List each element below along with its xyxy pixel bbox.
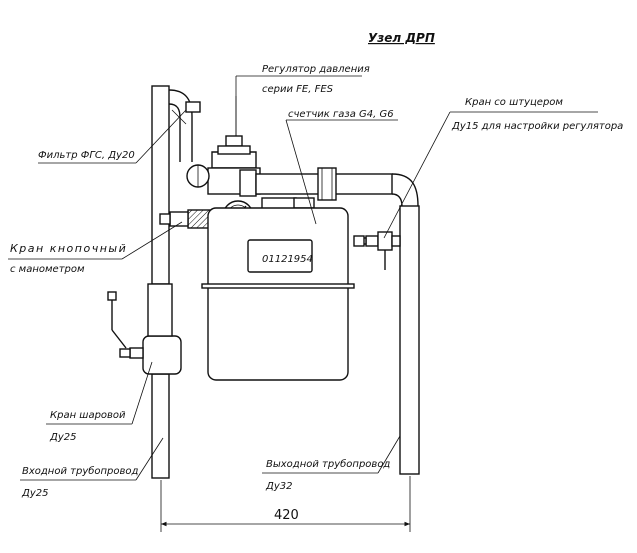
- meter-counter-value: 01121954: [262, 254, 313, 265]
- callout-outlet: Выходной трубопровод Ду32: [262, 435, 401, 492]
- callout-regulator: Регулятор давления серии FE, FES: [235, 64, 370, 136]
- label-ball-valve-line1: Кран шаровой: [50, 410, 126, 421]
- label-meter: счетчик газа G4, G6: [288, 109, 394, 120]
- inlet-pipe: [151, 85, 170, 479]
- label-inlet-line2: Ду25: [21, 488, 48, 499]
- outlet-pipe: [399, 205, 420, 475]
- callout-valve-fitting: Кран со штуцером Ду15 для настройки регу…: [383, 97, 623, 239]
- label-outlet-line1: Выходной трубопровод: [266, 458, 390, 470]
- label-push-valve-line2: с манометром: [10, 264, 85, 275]
- dimension-value: 420: [274, 508, 299, 523]
- pressure-regulator: [186, 96, 261, 197]
- callout-inlet: Входной трубопровод Ду25: [20, 437, 164, 499]
- label-valve-fitting-line1: Кран со штуцером: [465, 97, 563, 108]
- label-filter: Фильтр ФГС, Ду20: [38, 150, 135, 161]
- drawing-title: Узел ДРП: [368, 31, 435, 45]
- label-push-valve-line1: Кран кнопочный: [10, 242, 127, 255]
- callout-push-valve: Кран кнопочный с манометром: [8, 221, 183, 275]
- callout-ball-valve: Кран шаровой Ду25: [46, 361, 153, 443]
- callout-filter: Фильтр ФГС, Ду20: [38, 109, 187, 164]
- dimension-420: 420: [160, 476, 411, 532]
- ball-valve: [107, 283, 182, 375]
- label-valve-fitting-line2: Ду15 для настройки регулятора: [451, 121, 623, 132]
- top-horizontal-pipe: [255, 167, 419, 207]
- filter-fgs: [168, 89, 201, 162]
- callout-meter: счетчик газа G4, G6: [285, 109, 398, 225]
- label-ball-valve-line2: Ду25: [49, 432, 76, 443]
- label-inlet-line1: Входной трубопровод: [22, 465, 139, 477]
- gas-meter: 01121954: [201, 197, 365, 381]
- label-outlet-line2: Ду32: [265, 481, 292, 492]
- label-regulator-line1: Регулятор давления: [262, 64, 370, 75]
- label-regulator-line2: серии FE, FES: [262, 84, 334, 95]
